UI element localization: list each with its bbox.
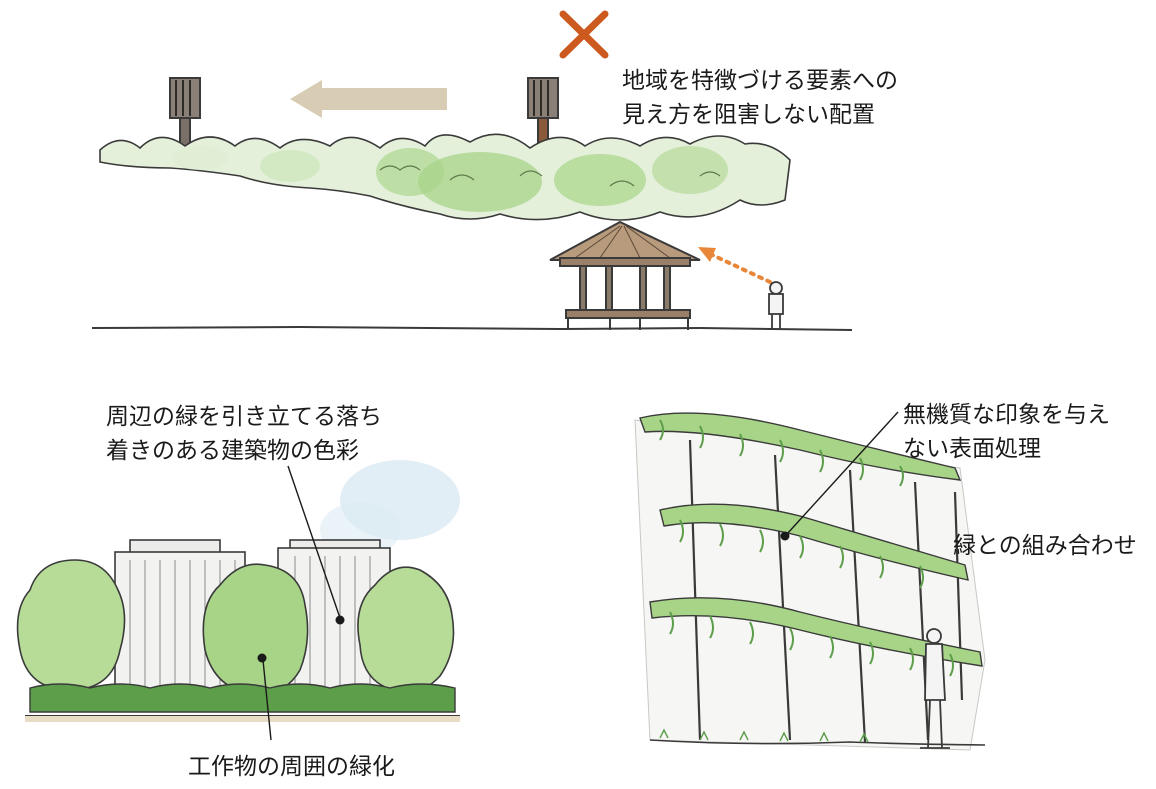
leader-dot-building xyxy=(335,615,345,625)
annotation-building-color: 周辺の緑を引き立てる落ち 着きのある建築物の色彩 xyxy=(106,400,382,468)
trees xyxy=(16,559,455,712)
person-viewer xyxy=(768,281,784,330)
sightline-arrow-icon xyxy=(698,247,772,284)
ground-line-top xyxy=(91,325,853,331)
top-scene xyxy=(91,10,853,331)
green-beams xyxy=(639,412,983,677)
leader-lines-left xyxy=(262,465,341,741)
annotation-structure-planting: 工作物の周囲の緑化 xyxy=(188,754,395,780)
annotation-building-color-line1: 周辺の緑を引き立てる落ち xyxy=(106,404,382,430)
gazebo xyxy=(549,220,701,330)
ground-line-right xyxy=(649,739,986,746)
move-left-arrow-icon xyxy=(290,80,447,118)
leader-line-wall xyxy=(786,411,899,535)
green-wall-scene xyxy=(634,411,986,751)
annotation-building-color-line2: 着きのある建築物の色彩 xyxy=(106,438,359,464)
leader-dot-tree xyxy=(257,653,267,663)
annotation-landmark-view-line2: 見え方を阻害しない配置 xyxy=(622,102,875,128)
left-tower xyxy=(169,77,201,149)
forest-canopy xyxy=(99,133,791,221)
annotation-surface-treatment-line1: 無機質な印象を与え xyxy=(903,402,1110,428)
person-at-wall xyxy=(920,628,950,749)
hedge xyxy=(29,683,456,713)
building-scene xyxy=(16,460,460,741)
annotation-landmark-view-line1: 地域を特徴づける要素への xyxy=(622,68,898,94)
cross-icon xyxy=(559,10,609,59)
annotation-surface-treatment: 無機質な印象を与え ない表面処理 xyxy=(903,398,1110,466)
annotation-surface-treatment-line2: ない表面処理 xyxy=(903,436,1041,462)
leader-dot-wall xyxy=(780,531,790,541)
annotation-greenery-combination: 緑との組み合わせ xyxy=(953,533,1137,559)
annotation-landmark-view: 地域を特徴づける要素への 見え方を阻害しない配置 xyxy=(622,64,898,132)
